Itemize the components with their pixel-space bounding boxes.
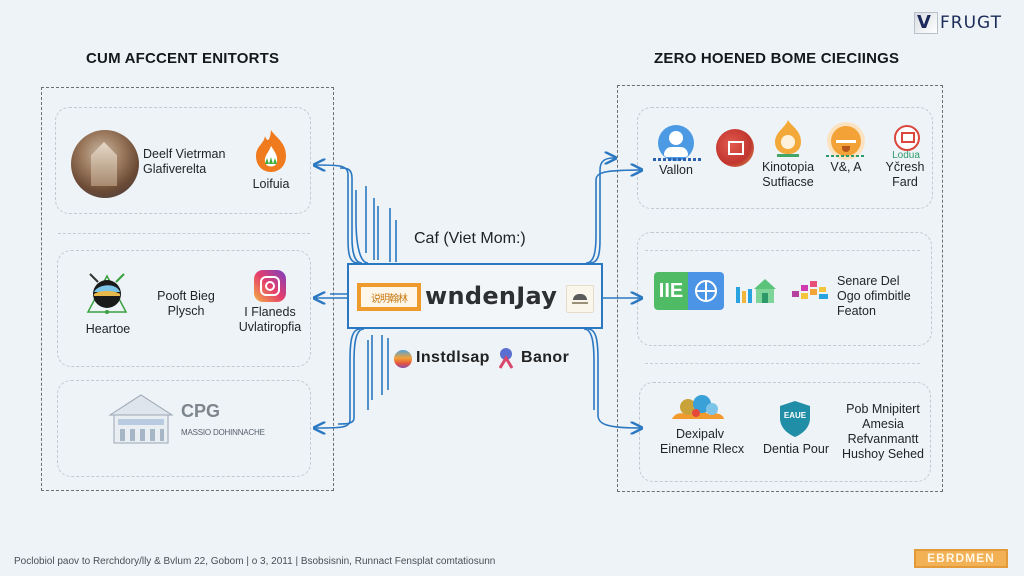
left-card-1-label-2: Loifuia [252, 177, 290, 191]
right-card-1-label-5: Yčresh Fard [885, 160, 925, 189]
brand-name: FRUGT [940, 13, 1002, 33]
red-badge-icon [716, 129, 754, 167]
brand-logo: V FRUGT [914, 12, 1002, 34]
bowl-subtext-decoration [826, 155, 866, 157]
temple-photo-icon [71, 130, 139, 198]
left-card-2-label-2: Pooft Bieg Plysch [157, 289, 215, 318]
right-divider-1 [645, 250, 920, 251]
left-group [41, 87, 334, 491]
color-blocks-icon [792, 281, 830, 303]
right-card-1[interactable] [637, 107, 933, 209]
ie-globe-icon: IIE [654, 272, 724, 310]
instagram-icon [254, 270, 286, 302]
left-card-2[interactable] [57, 250, 311, 367]
right-card-2-label: Senare Del Ogo ofimbitle Featon [837, 274, 911, 318]
ribbon-icon [496, 346, 516, 370]
right-section-title: ZERO HOENED BOME CIECIINGS [654, 50, 900, 67]
left-card-3-title: CPG [181, 401, 221, 421]
user-subtext-decoration [653, 158, 701, 161]
left-card-3-label: MASSIO DOHINNACHE [181, 428, 265, 437]
left-card-3[interactable] [57, 380, 311, 477]
red-monitor-icon [894, 125, 920, 151]
center-bottom-label-left: Instdlsap [416, 349, 490, 366]
brand-mark-icon: V [914, 12, 938, 34]
center-main-label: wndenJay [425, 282, 558, 310]
center-bottom-label-right: Banor [521, 349, 570, 366]
right-card-3-label-1: Dexipalv Einemne Rlecx [660, 427, 745, 456]
left-card-2-label-3: I Flaneds Uvlatiropfia [238, 305, 302, 334]
left-card-1[interactable] [55, 107, 311, 214]
footer-caption: Poclobiol paov to Rerchdory/lly & Bvlum … [14, 556, 496, 567]
right-divider-2 [645, 363, 920, 364]
left-card-2-label-1: Heartoe [85, 322, 131, 336]
building-icon [106, 393, 176, 445]
left-divider [58, 233, 310, 234]
bar-house-icon [734, 277, 778, 305]
shield-icon: EAUE [778, 400, 812, 438]
globe-network-icon [84, 270, 130, 320]
right-card-2[interactable] [637, 232, 932, 346]
cloud-bubbles-icon [670, 395, 726, 421]
orange-bowl-icon [831, 126, 861, 156]
left-card-1-label: Deelf Vietrman Glafiverelta [143, 147, 226, 176]
right-card-1-label-1: Vallon [659, 163, 693, 177]
instdlsap-icon [394, 350, 412, 368]
right-card-1-small-label: Lodua [892, 150, 920, 161]
right-card-1-label-3: Kinotopia Sutfiacse [761, 160, 815, 189]
seal-icon [566, 285, 594, 313]
center-top-label: Caf (Viet Mom:) [414, 230, 526, 247]
orange-flame-badge-icon [773, 118, 803, 158]
connector-right-upper [589, 158, 614, 264]
right-card-3-label-3: Pob Mnipitert Amesia Refvanmantt Hushoy … [841, 402, 924, 461]
center-logo: 说明翰林 [357, 283, 421, 311]
right-group [617, 85, 943, 492]
left-section-title: CUM AFCCENT ENITORTS [86, 50, 280, 67]
right-card-1-label-4: V&, A [830, 160, 862, 174]
right-card-3-label-2: Dentia Pour [762, 442, 829, 456]
flame-icon [250, 128, 292, 174]
user-avatar-icon [658, 125, 694, 161]
footer-stamp: EBRDMEN [914, 549, 1008, 568]
